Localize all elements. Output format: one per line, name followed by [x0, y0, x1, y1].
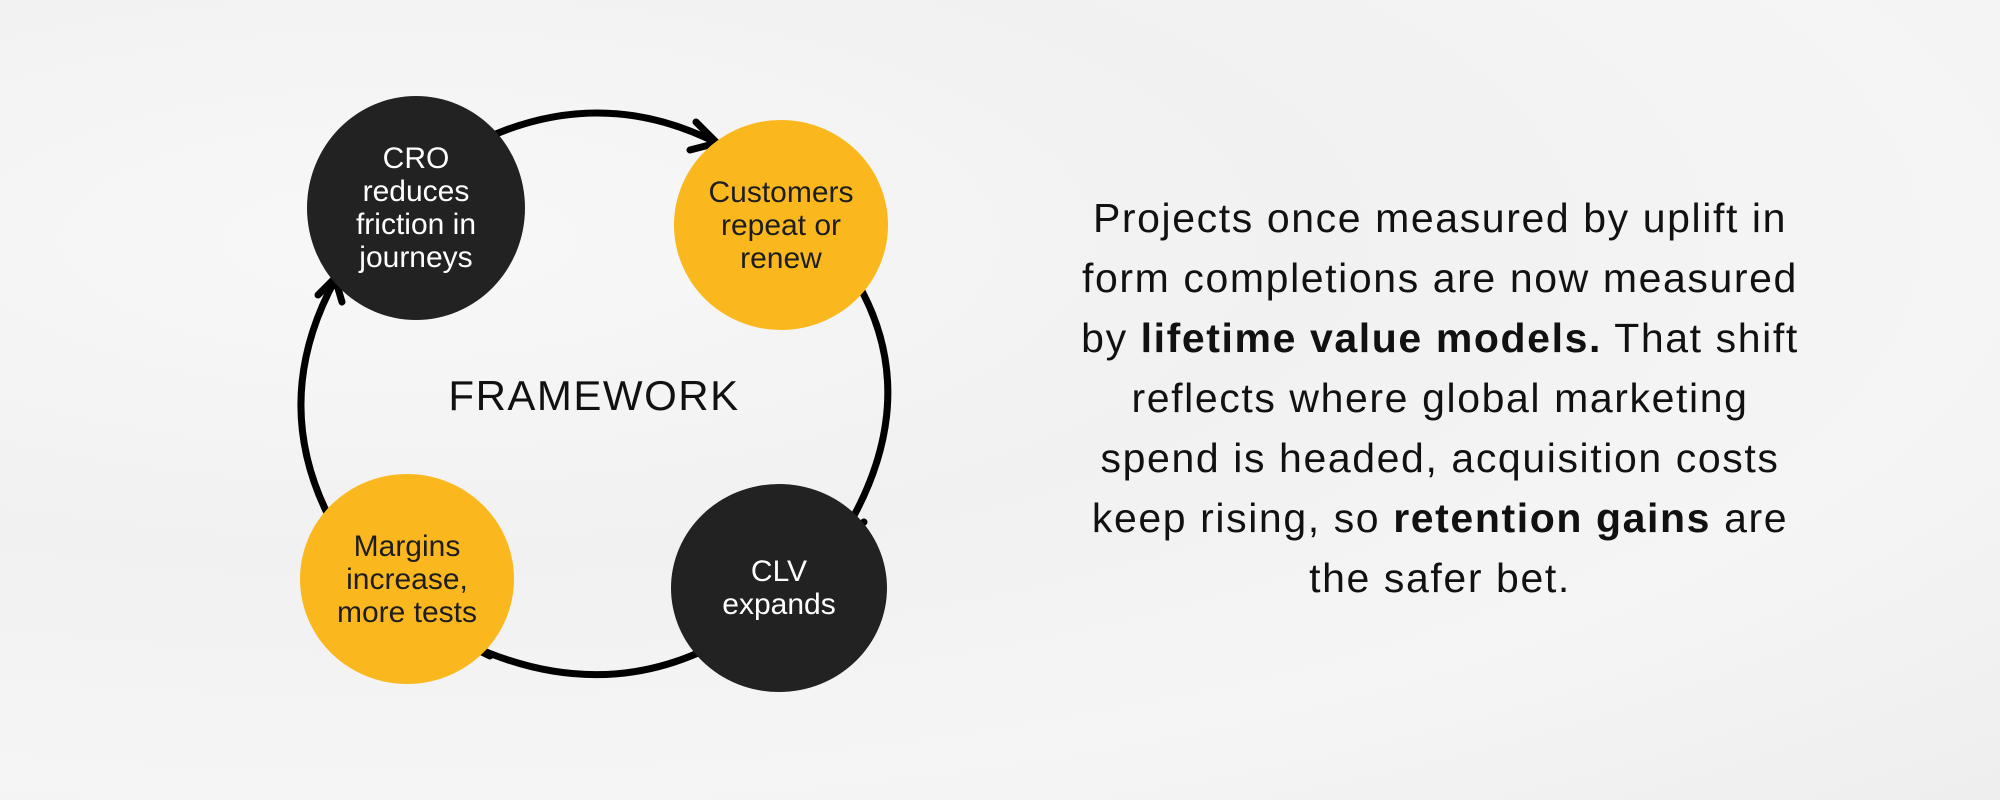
para-line: the safer bet. — [1309, 555, 1571, 601]
node-label: Margins increase, more tests — [336, 529, 478, 629]
node-label: Customers repeat or renew — [708, 175, 854, 275]
para-line: reflects where global marketing — [1131, 375, 1749, 421]
center-label: FRAMEWORK — [448, 372, 740, 419]
para-line: form completions are now measured — [1082, 255, 1798, 301]
description-paragraph: Projects once measured by uplift in form… — [1081, 188, 1799, 608]
node-cro: CRO reduces friction in journeys — [307, 96, 525, 320]
node-customers: Customers repeat or renew — [674, 120, 888, 330]
text: That shift — [1601, 315, 1799, 361]
arrow-customers-to-clv — [839, 278, 892, 539]
node-clv: CLV expands — [671, 484, 887, 692]
para-line: by lifetime value models. That shift — [1081, 308, 1799, 368]
node-label: CRO reduces friction in journeys — [355, 142, 477, 274]
text: by — [1081, 315, 1141, 361]
text: are — [1711, 495, 1789, 541]
arrow-clv-to-margins — [466, 641, 702, 679]
emphasis-text: lifetime value models. — [1140, 315, 1602, 361]
para-line: keep rising, so retention gains are — [1081, 488, 1799, 548]
node-margins: Margins increase, more tests — [300, 474, 514, 684]
emphasis-text: retention gains — [1393, 495, 1712, 541]
para-line: Projects once measured by uplift in — [1092, 195, 1788, 241]
arrow-cro-to-customers — [478, 109, 719, 146]
arrow-margins-to-cro — [297, 276, 339, 521]
node-label: CLV expands — [722, 555, 836, 621]
para-line: spend is headed, acquisition costs — [1100, 435, 1780, 481]
text: keep rising, so — [1091, 495, 1394, 541]
